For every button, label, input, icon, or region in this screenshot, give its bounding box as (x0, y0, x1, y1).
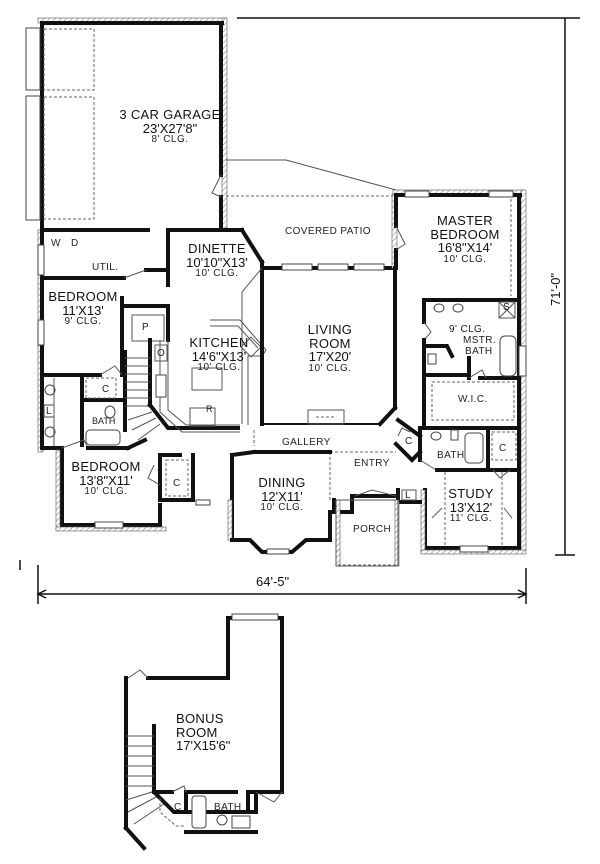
label-porch: PORCH (353, 524, 392, 535)
room-label-bonus-room: BONUS ROOM 17'X15'6" (176, 711, 231, 754)
overall-width-label: 64'-5" (256, 574, 290, 589)
label-util: UTIL. (92, 262, 119, 273)
dimension-lines (19, 17, 580, 604)
label-closet-entry: C (405, 436, 413, 447)
label-wic: W.I.C. (458, 394, 488, 405)
label-master-bath-ceiling: 9' CLG. (449, 324, 486, 335)
room-label-study: STUDY 13'X12' 11' CLG. (448, 486, 494, 525)
label-linen-entry: L (405, 490, 411, 501)
room-label-dining: DINING 12'X11' 10' CLG. (258, 475, 306, 514)
label-dryer: D (71, 238, 79, 249)
room-label-garage: 3 CAR GARAGE 23'X27'8" 8' CLG. (119, 107, 221, 146)
label-bonus-bath: BATH (214, 802, 242, 813)
garage (25, 17, 228, 232)
label-washer: W (51, 238, 61, 249)
label-master-bath-1: MSTR. (463, 335, 497, 346)
house-walls (37, 189, 527, 567)
room-label-dinette: DINETTE 10'10"X13' 10' CLG. (186, 241, 248, 280)
label-pantry: P (142, 322, 150, 333)
label-entry: ENTRY (354, 458, 390, 469)
label-bonus-closet: C (174, 802, 182, 813)
label-bath-left: BATH (92, 416, 116, 426)
label-closet-study: C (499, 443, 507, 454)
label-linen-left: L (46, 406, 52, 417)
covered-patio (226, 159, 397, 197)
label-shower: S (503, 302, 511, 313)
room-label-kitchen: KITCHEN 14'6"X13' 10' CLG. (189, 335, 249, 374)
label-bath-right: BATH (437, 450, 465, 461)
room-label-bedroom-2: BEDROOM 11'X13' 9' CLG. (48, 289, 118, 328)
label-master-bath-2: BATH (465, 346, 493, 357)
label-closet-left-bath: C (102, 384, 110, 395)
label-refrigerator: R (206, 404, 213, 414)
overall-depth-label: 71'-0" (548, 272, 563, 306)
bonus-room (123, 613, 284, 851)
room-label-master-bedroom: MASTER BEDROOM 16'8"X14' 10' CLG. (430, 213, 500, 265)
room-label-living-room: LIVING ROOM 17'X20' 10' CLG. (307, 322, 353, 374)
room-label-bedroom-3: BEDROOM 13'8"X11' 10' CLG. (71, 459, 141, 498)
label-closet-bedroom-3: C (173, 478, 181, 489)
label-covered-patio: COVERED PATIO (285, 226, 371, 237)
label-oven: O (157, 348, 166, 359)
label-gallery: GALLERY (282, 437, 331, 448)
